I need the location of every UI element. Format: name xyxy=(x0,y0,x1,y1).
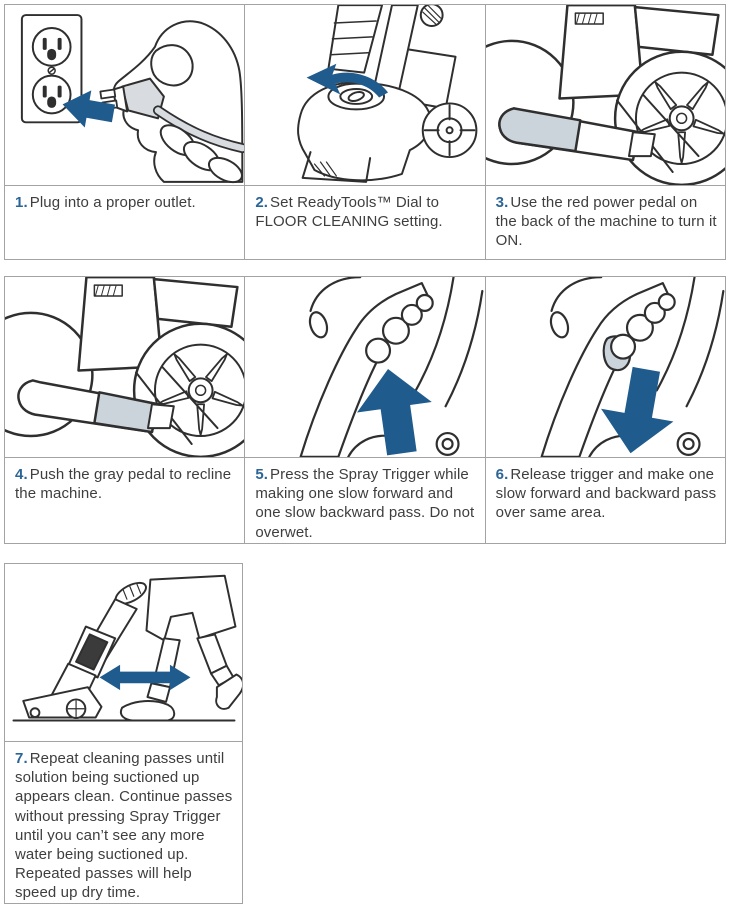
step-6-illustration xyxy=(485,277,725,458)
step-2-cell: 2.Set ReadyTools™ Dial to FLOOR CLEANING… xyxy=(245,4,486,260)
step-number: 5. xyxy=(255,466,269,483)
step-1-caption: 1.Plug into a proper outlet. xyxy=(5,186,244,259)
step-7-caption: 7.Repeat cleaning passes until solution … xyxy=(5,742,242,903)
step-5-illustration xyxy=(245,277,485,458)
fingertip xyxy=(549,311,569,339)
fingertip xyxy=(309,311,329,339)
steps-row-3: 7.Repeat cleaning passes until solution … xyxy=(4,563,726,904)
step-text: Push the gray pedal to recline the machi… xyxy=(15,466,232,503)
step-text: Use the red power pedal on the back of t… xyxy=(495,194,717,250)
step-4-caption: 4.Push the gray pedal to recline the mac… xyxy=(5,458,244,543)
rotate-dial-arrow-icon xyxy=(306,63,389,98)
step-text: Set ReadyTools™ Dial to FLOOR CLEANING s… xyxy=(255,194,443,231)
step-1-illustration xyxy=(5,5,245,186)
step-5-caption: 5.Press the Spray Trigger while making o… xyxy=(245,458,484,543)
plug-prong xyxy=(99,88,117,100)
shorts xyxy=(145,574,237,642)
cleaning-passes-illustration xyxy=(12,574,242,722)
step-3-caption: 3.Use the red power pedal on the back of… xyxy=(486,186,725,259)
recline-pedal-illustration xyxy=(5,277,245,457)
down-arrow-icon xyxy=(600,366,674,454)
step-7-cell: 7.Repeat cleaning passes until solution … xyxy=(4,563,243,904)
back-shoe xyxy=(215,673,242,710)
pedal-bracket xyxy=(627,131,656,158)
up-arrow-icon xyxy=(357,369,433,456)
step-number: 7. xyxy=(15,750,28,767)
front-shoe xyxy=(120,700,176,722)
dial-machine-illustration xyxy=(297,5,478,183)
thumb xyxy=(150,44,194,87)
step-3-illustration xyxy=(485,5,725,186)
foot-nozzle xyxy=(301,151,372,183)
step-number: 2. xyxy=(255,194,269,211)
trigger-release-illustration xyxy=(540,277,725,457)
power-pedal-illustration xyxy=(485,5,725,185)
step-3-cell: 3.Use the red power pedal on the back of… xyxy=(485,4,726,260)
tank-top xyxy=(152,277,239,329)
step-text: Release trigger and make one slow forwar… xyxy=(495,466,717,522)
spray-trigger xyxy=(365,337,392,364)
step-4-illustration xyxy=(5,277,245,458)
outlet-slots xyxy=(42,37,62,108)
step-number: 3. xyxy=(495,194,509,211)
step-6-caption: 6.Release trigger and make one slow forw… xyxy=(486,458,725,543)
step-5-cell: 5.Press the Spray Trigger while making o… xyxy=(245,276,486,544)
left-arrow-icon xyxy=(62,90,116,128)
step-text: Repeat cleaning passes until solution be… xyxy=(15,750,233,902)
pedal-bracket xyxy=(147,403,175,430)
step-number: 4. xyxy=(15,466,28,483)
step-number: 6. xyxy=(495,466,509,483)
fingers xyxy=(159,124,243,184)
power-pedal-highlight xyxy=(497,107,582,153)
outlet-plug-illustration xyxy=(20,14,245,184)
step-6-cell: 6.Release trigger and make one slow forw… xyxy=(485,276,726,544)
step-number: 1. xyxy=(15,194,28,211)
steps-row-1: 1.Plug into a proper outlet. xyxy=(4,4,726,260)
machine-tank xyxy=(75,633,109,671)
step-4-cell: 4.Push the gray pedal to recline the mac… xyxy=(4,276,246,544)
gray-pedal-highlight xyxy=(93,391,160,434)
steps-row-2: 4.Push the gray pedal to recline the mac… xyxy=(4,276,726,544)
step-1-cell: 1.Plug into a proper outlet. xyxy=(4,4,246,260)
back-and-forth-arrow-icon xyxy=(99,664,191,691)
step-text: Press the Spray Trigger while making one… xyxy=(255,466,475,541)
step-text: Plug into a proper outlet. xyxy=(29,194,196,211)
tank-top xyxy=(633,5,720,57)
step-2-illustration xyxy=(245,5,485,186)
spray-trigger-press-illustration xyxy=(299,277,484,457)
step-7-illustration xyxy=(5,564,242,742)
step-2-caption: 2.Set ReadyTools™ Dial to FLOOR CLEANING… xyxy=(245,186,484,259)
instruction-sheet: 1.Plug into a proper outlet. xyxy=(4,4,726,904)
